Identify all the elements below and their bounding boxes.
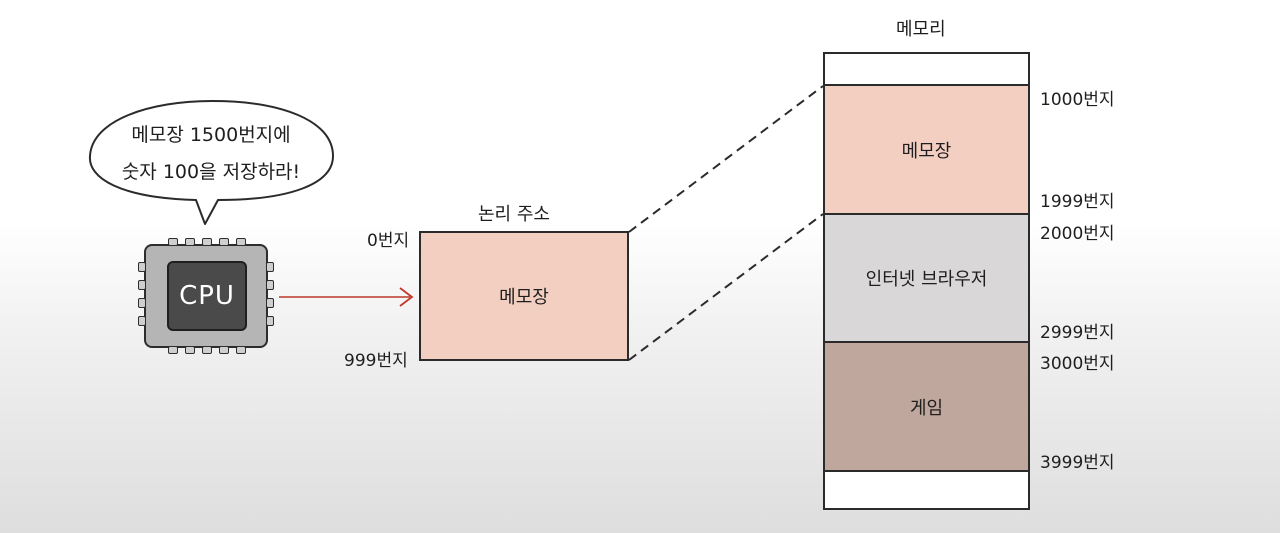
logical-address-end: 999번지 [344, 351, 408, 371]
cpu-pin [168, 238, 178, 246]
cpu-pin [138, 316, 146, 326]
address-label: 1999번지 [1040, 192, 1115, 212]
cpu-pin [219, 346, 229, 354]
address-label: 3000번지 [1040, 354, 1115, 374]
logical-address-title: 논리 주소 [478, 204, 550, 225]
cpu-pin [236, 346, 246, 354]
memory-segment-label: 메모장 [901, 140, 952, 162]
memory-segment-notepad: 메모장 [823, 84, 1030, 215]
logical-address-box: 메모장 [419, 231, 629, 361]
cpu-pin [185, 238, 195, 246]
memory-segment-game: 게임 [823, 341, 1030, 472]
memory-segment-label: 게임 [909, 397, 944, 419]
cpu-pin [202, 346, 212, 354]
memory-segment-label: 인터넷 브라우저 [865, 269, 988, 290]
cpu-pin [138, 298, 146, 308]
address-label: 2999번지 [1040, 323, 1115, 343]
cpu-pin [168, 346, 178, 354]
address-label: 3999번지 [1040, 453, 1115, 473]
cpu-pin [266, 262, 274, 272]
cpu-pin [266, 280, 274, 290]
cpu-label: CPU [167, 261, 247, 331]
cpu-pin [202, 238, 212, 246]
cpu-pin [185, 346, 195, 354]
cpu-pin [219, 238, 229, 246]
logical-address-start: 0번지 [367, 231, 410, 251]
cpu-pin [266, 298, 274, 308]
cpu-pin [138, 262, 146, 272]
address-label: 2000번지 [1040, 224, 1115, 244]
cpu-pin [266, 316, 274, 326]
mapping-line-top [628, 85, 824, 233]
address-label: 1000번지 [1040, 90, 1115, 110]
logical-address-content: 메모장 [499, 287, 549, 308]
memory-title: 메모리 [896, 19, 946, 40]
speech-bubble-line-1: 메모장 1500번지에 [131, 124, 291, 146]
memory-segment-browser: 인터넷 브라우저 [823, 213, 1030, 343]
cpu-pin [236, 238, 246, 246]
speech-bubble-outline [88, 100, 334, 225]
speech-bubble-line-2: 숫자 100을 저장하라! [121, 161, 301, 183]
mapping-line-bottom [628, 213, 824, 361]
access-arrow-head [399, 287, 414, 307]
cpu-pin [138, 280, 146, 290]
